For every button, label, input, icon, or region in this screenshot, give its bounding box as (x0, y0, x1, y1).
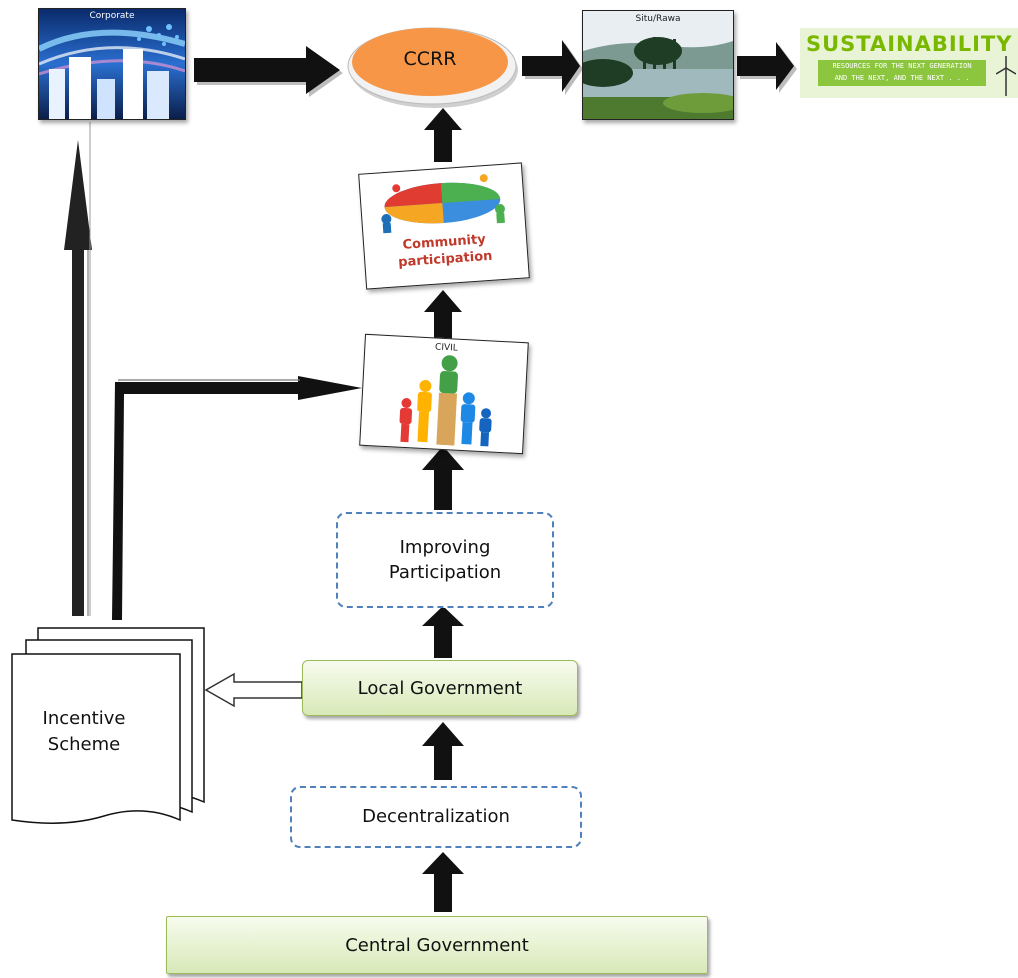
arrow-civil-to-community (424, 290, 462, 340)
community-label: Community participation (397, 232, 493, 271)
sustainability-line2: AND THE NEXT, AND THE NEXT . . . (834, 74, 970, 82)
arrow-local-to-incentive (204, 672, 303, 708)
arrow-ccrr-to-situ (522, 40, 580, 92)
local-government-label: Local Government (357, 677, 523, 699)
puzzle-people-image (381, 174, 505, 234)
situ-rawa-node: Situ/Rawa (582, 10, 734, 120)
improving-participation-label: Improving Participation (388, 536, 502, 583)
arrow-local-to-improving (422, 606, 464, 658)
sustainability-strip (818, 60, 986, 86)
arrow-incentive-to-civil (112, 376, 362, 620)
lake-image (583, 11, 733, 119)
arrow-corporate-to-ccrr (194, 46, 340, 94)
ccrr-node: CCRR (344, 20, 520, 112)
sustainability-node: SUSTAINABILITY RESOURCES FOR THE NEXT GE… (800, 28, 1018, 98)
sustainability-line1: RESOURCES FOR THE NEXT GENERATION (832, 62, 972, 70)
arrow-central-to-decentral (422, 852, 464, 912)
improving-participation-node: Improving Participation (336, 512, 554, 608)
ccrr-ellipse (347, 27, 518, 108)
arrow-decentral-to-local (422, 722, 464, 780)
up-arrows (422, 108, 464, 912)
central-government-label: Central Government (345, 934, 529, 956)
sustainability-title: SUSTAINABILITY (806, 32, 1013, 56)
incentive-scheme-label: Incentive Scheme (42, 708, 126, 756)
corporate-node: Corporate (38, 8, 186, 120)
arrow-incentive-to-corporate (64, 140, 92, 616)
decentralization-label: Decentralization (362, 806, 510, 828)
community-participation-node: Community participation (358, 162, 530, 290)
wind-turbine-icon (996, 56, 1016, 96)
ccrr-label: CCRR (403, 48, 457, 70)
corporate-image (39, 9, 185, 119)
arrow-improving-to-civil (422, 446, 464, 510)
situ-rawa-label: Situ/Rawa (635, 14, 681, 24)
incentive-scheme-node (11, 627, 205, 824)
corporate-label: Corporate (89, 11, 135, 21)
local-government-node: Local Government (302, 660, 578, 716)
arrow-situ-to-sustainability (737, 42, 794, 90)
civil-node: CIVIL (359, 333, 529, 455)
central-government-node: Central Government (166, 916, 708, 974)
decentralization-node: Decentralization (290, 786, 582, 848)
people-figures-image (399, 355, 492, 447)
arrow-community-to-ccrr (424, 108, 462, 162)
